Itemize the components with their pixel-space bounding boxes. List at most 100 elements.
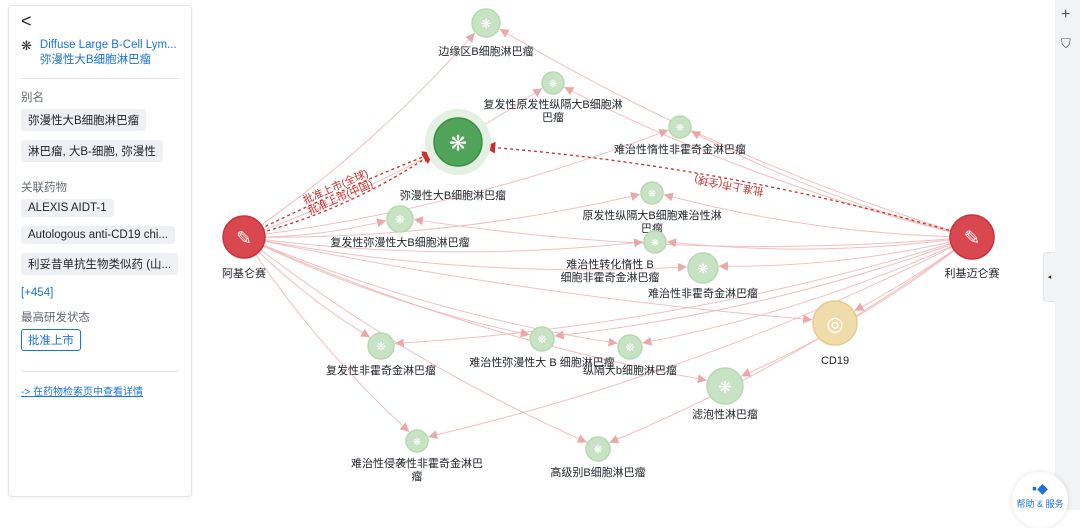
relation-edge	[243, 87, 543, 238]
title-en[interactable]: Diffuse Large B-Cell Lym...	[39, 39, 177, 51]
virus-icon: ❋	[697, 261, 708, 276]
relation-edge	[243, 191, 641, 238]
node-circle	[706, 367, 744, 405]
relation-edge	[663, 192, 973, 238]
disease-label: 难治性侵袭性非霍奇金淋巴	[351, 456, 483, 470]
virus-icon: ❋	[648, 189, 656, 200]
disease-node[interactable]: ❋	[541, 71, 565, 95]
virus-icon: ❋	[549, 79, 557, 90]
disease-label: 复发性非霍奇金淋巴瘤	[326, 363, 436, 377]
pill-icon: ✎	[964, 228, 981, 250]
disease-label: 难治性弥漫性大 B 细胞淋巴瘤	[469, 355, 614, 369]
relation-edge	[718, 236, 973, 271]
drug-node[interactable]: ✎	[949, 214, 995, 260]
help-service-button[interactable]: ▪◆ 帮助 & 服务	[1012, 472, 1068, 528]
node-circle	[687, 252, 719, 284]
target-label: CD19	[821, 355, 849, 367]
main-disease-label: 弥漫性大B细胞淋巴瘤	[400, 188, 506, 202]
virus-icon: ❋	[593, 444, 602, 456]
approved-edge	[243, 151, 435, 238]
node-circle	[386, 205, 414, 233]
alias-tag: 淋巴瘤, 大B-细胞, 弥漫性	[21, 140, 163, 162]
relation-edge	[243, 236, 618, 347]
disease-label: 细胞非霍奇金淋巴瘤	[561, 270, 660, 284]
disease-label: 纵隔大b细胞淋巴瘤	[583, 363, 677, 377]
virus-icon: ❋	[21, 38, 32, 53]
collapse-toggle[interactable]: ◂	[1043, 252, 1055, 302]
status-label: 最高研发状态	[21, 312, 90, 324]
drug-node[interactable]: ✎	[222, 215, 266, 259]
relation-edge	[741, 236, 973, 377]
disease-node[interactable]: ❋	[640, 181, 664, 205]
disease-label: 复发性原发性纵隔大B细胞淋	[483, 97, 622, 111]
disease-node[interactable]: ❋	[529, 326, 555, 352]
node-circle	[812, 300, 858, 346]
right-toolbar: + ⛉	[1055, 0, 1080, 510]
drug-tag[interactable]: 利妥昔单抗生物类似药 (山...	[21, 253, 179, 275]
relation-edge	[564, 86, 973, 238]
virus-icon: ❋	[481, 17, 492, 31]
relation-edge	[642, 236, 973, 346]
detail-panel: < ❋ Diffuse Large B-Cell Lym... 弥漫性大B细胞淋巴…	[8, 5, 192, 497]
relation-edge	[554, 236, 973, 340]
disease-node[interactable]: ❋	[643, 230, 667, 254]
node-circle	[529, 326, 555, 352]
virus-icon: ❋	[718, 378, 732, 396]
alias-tag: 弥漫性大B细胞淋巴瘤	[21, 109, 147, 131]
knowledge-graph[interactable]: 批准上市(中国)批准上市(全球)批准上市(全球)❋边缘区B细胞淋巴瘤❋复发性原发…	[0, 0, 1080, 510]
node-circle	[471, 8, 501, 38]
disease-node[interactable]: ❋	[617, 334, 643, 360]
filter-icon[interactable]: ⛉	[1061, 36, 1071, 51]
view-details-link[interactable]: -> 在药物检索页中查看详情	[21, 387, 143, 398]
disease-node[interactable]: ❋	[706, 367, 744, 405]
disease-node[interactable]: ❋	[687, 252, 719, 284]
disease-label: 难治性非霍奇金淋巴瘤	[648, 286, 758, 300]
relation-edge	[243, 236, 588, 443]
alias-label: 别名	[21, 92, 44, 104]
node-circle	[222, 215, 266, 259]
virus-icon: ❋	[676, 123, 684, 134]
relation-edge	[499, 28, 973, 238]
relation-edge	[609, 236, 973, 444]
target-node[interactable]: ◎	[812, 300, 858, 346]
main-disease-node[interactable]: ❋	[433, 117, 483, 167]
relation-edge	[243, 236, 530, 338]
approved-edge	[483, 141, 973, 238]
disease-node[interactable]: ❋	[386, 205, 414, 233]
more-drugs-link[interactable]: [+454]	[21, 287, 54, 299]
disease-node[interactable]: ❋	[668, 115, 692, 139]
node-circle	[541, 71, 565, 95]
relation-edge	[243, 236, 688, 272]
disease-label: 边缘区B细胞淋巴瘤	[438, 44, 533, 58]
disease-node[interactable]: ❋	[585, 436, 611, 462]
virus-icon: ❋	[413, 437, 421, 448]
node-circle	[949, 214, 995, 260]
virus-icon: ❋	[625, 342, 634, 354]
virus-icon: ❋	[651, 238, 659, 249]
disease-node[interactable]: ❋	[471, 8, 501, 38]
relation-edge	[243, 236, 813, 324]
back-button[interactable]: <	[21, 11, 32, 31]
relation-edge	[428, 236, 973, 440]
virus-icon: ❋	[537, 334, 546, 346]
disease-node[interactable]: ❋	[367, 332, 395, 360]
drug-tag[interactable]: Autologous anti-CD19 chi...	[21, 226, 175, 244]
disease-label: 滤泡性淋巴瘤	[692, 407, 758, 421]
relation-edge	[690, 130, 973, 238]
disease-label: 巴瘤	[542, 110, 564, 124]
disease-label: 原发性纵隔大B细胞难治性淋	[582, 208, 721, 222]
disease-label: 高级别B细胞淋巴瘤	[550, 465, 645, 479]
node-circle	[640, 181, 664, 205]
node-circle	[433, 117, 483, 167]
drug-tag[interactable]: ALEXIS AIDT-1	[21, 199, 114, 217]
add-icon[interactable]: +	[1061, 6, 1071, 23]
relation-edge	[243, 236, 644, 253]
divider	[21, 371, 179, 372]
disease-node[interactable]: ❋	[405, 429, 429, 453]
node-circle	[585, 436, 611, 462]
drug-label: 阿基仑赛	[222, 266, 266, 280]
help-label: 帮助 & 服务	[1016, 499, 1064, 509]
relation-edge	[243, 236, 410, 433]
relation-edge	[243, 32, 476, 238]
title-zh[interactable]: 弥漫性大B细胞淋巴瘤	[39, 54, 152, 66]
